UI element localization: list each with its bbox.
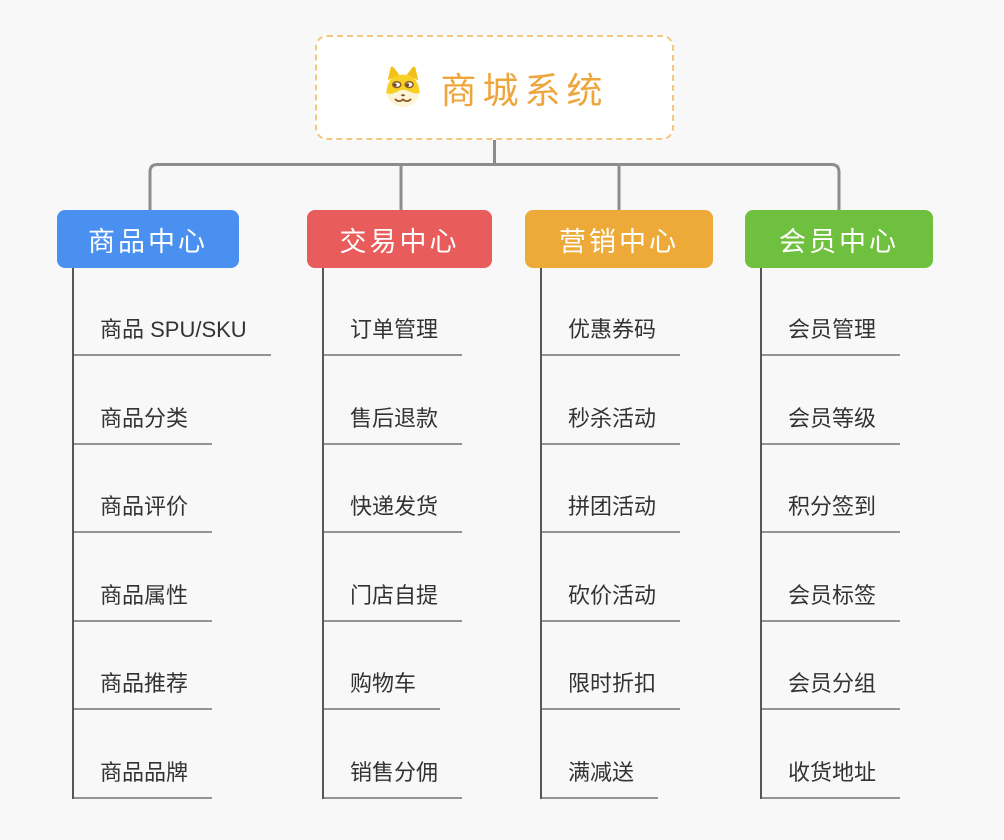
branch-label: 会员中心 bbox=[779, 226, 899, 257]
root-title: 商城系统 bbox=[440, 69, 609, 111]
branch-node-member[interactable]: 会员中心 bbox=[745, 210, 933, 268]
branch-node-marketing[interactable]: 营销中心 bbox=[525, 210, 713, 268]
topic-list: 优惠券码 秒杀活动 拼团活动 砍价活动 限时折扣 满减送 bbox=[540, 268, 713, 799]
topic-item[interactable]: 售后退款 bbox=[322, 356, 463, 445]
branch-column-member: 会员中心 会员管理 会员等级 积分签到 会员标签 会员分组 收货地址 bbox=[745, 210, 933, 799]
branch-label: 交易中心 bbox=[339, 226, 460, 257]
branch-trunk-line bbox=[760, 268, 762, 799]
topic-item[interactable]: 订单管理 bbox=[322, 268, 463, 356]
topic-list: 订单管理 售后退款 快递发货 门店自提 购物车 销售分佣 bbox=[322, 268, 492, 799]
topic-item[interactable]: 商品品牌 bbox=[72, 710, 213, 799]
topic-item[interactable]: 销售分佣 bbox=[322, 710, 463, 799]
topic-item[interactable]: 拼团活动 bbox=[540, 445, 681, 533]
topic-item[interactable]: 限时折扣 bbox=[540, 622, 681, 710]
topic-item[interactable]: 商品属性 bbox=[72, 533, 213, 622]
topic-item[interactable]: 优惠券码 bbox=[540, 268, 681, 356]
branch-node-product[interactable]: 商品中心 bbox=[57, 210, 239, 268]
topic-item[interactable]: 积分签到 bbox=[760, 445, 901, 533]
topic-item[interactable]: 会员分组 bbox=[760, 622, 901, 710]
branch-trunk-line bbox=[540, 268, 542, 799]
topic-item[interactable]: 会员标签 bbox=[760, 533, 901, 622]
doge-face-icon bbox=[386, 66, 421, 108]
topic-item[interactable]: 砍价活动 bbox=[540, 533, 681, 622]
branch-label: 商品中心 bbox=[88, 226, 208, 257]
topic-item[interactable]: 商品 SPU/SKU bbox=[72, 268, 271, 356]
topic-item[interactable]: 门店自提 bbox=[322, 533, 463, 622]
topic-item[interactable]: 秒杀活动 bbox=[540, 356, 681, 445]
topic-item[interactable]: 商品分类 bbox=[72, 356, 213, 445]
topic-list: 商品 SPU/SKU 商品分类 商品评价 商品属性 商品推荐 商品品牌 bbox=[72, 268, 271, 799]
topic-item[interactable]: 会员管理 bbox=[760, 268, 901, 356]
topic-item[interactable]: 购物车 bbox=[322, 622, 441, 710]
branch-column-trade: 交易中心 订单管理 售后退款 快递发货 门店自提 购物车 销售分佣 bbox=[307, 210, 492, 799]
branch-node-trade[interactable]: 交易中心 bbox=[307, 210, 492, 268]
topic-item[interactable]: 快递发货 bbox=[322, 445, 463, 533]
root-node[interactable]: 商城系统 bbox=[315, 35, 674, 140]
topic-item[interactable]: 收货地址 bbox=[760, 710, 901, 799]
connector-lines bbox=[148, 140, 841, 210]
branch-column-product: 商品中心 商品 SPU/SKU 商品分类 商品评价 商品属性 商品推荐 商品品牌 bbox=[57, 210, 271, 799]
branch-trunk-line bbox=[72, 268, 74, 799]
branch-column-marketing: 营销中心 优惠券码 秒杀活动 拼团活动 砍价活动 限时折扣 满减送 bbox=[525, 210, 713, 799]
topic-item[interactable]: 会员等级 bbox=[760, 356, 901, 445]
topic-item[interactable]: 商品推荐 bbox=[72, 622, 213, 710]
topic-list: 会员管理 会员等级 积分签到 会员标签 会员分组 收货地址 bbox=[760, 268, 933, 799]
topic-item[interactable]: 满减送 bbox=[540, 710, 659, 799]
topic-item[interactable]: 商品评价 bbox=[72, 445, 213, 533]
branch-label: 营销中心 bbox=[559, 226, 679, 257]
branch-trunk-line bbox=[322, 268, 324, 799]
